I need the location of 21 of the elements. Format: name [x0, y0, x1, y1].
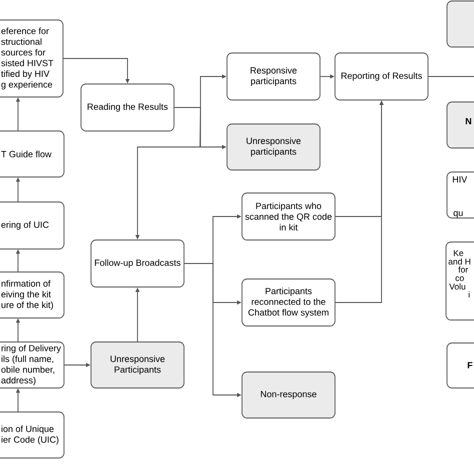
process-box: Follow-up Broadcasts	[90, 240, 184, 288]
process-box: ring of Delivery ils (full name, obile number, address)	[0, 342, 64, 388]
process-box: N	[446, 102, 474, 148]
process-box: Reporting of Results	[334, 52, 428, 100]
process-box: T Guide flow	[0, 130, 64, 178]
process-box: F	[446, 342, 474, 388]
process-box: Participants reconnected to the Chatbot flow system	[242, 278, 336, 326]
process-box: ion of Unique ier Code (UIC)	[0, 412, 64, 458]
process-box: Unresponsive Participants	[90, 342, 184, 388]
process-box: eference for structional sources for sisted HIVST tified by HIV g experience	[0, 20, 64, 98]
process-box: Non-response	[242, 372, 336, 418]
process-box: Participants who scanned the QR code in kit	[242, 192, 336, 240]
connector-line	[428, 76, 474, 77]
process-box: Responsive participants	[226, 52, 320, 100]
process-box: Unresponsive participants	[226, 124, 320, 170]
process-box: Ke and H for co Volu i	[446, 242, 474, 320]
process-box: nfirmation of eiving the kit ure of the kit)	[0, 272, 64, 318]
process-box: ering of UIC	[0, 202, 64, 250]
process-box	[446, 0, 474, 48]
process-box: Reading the Results	[80, 84, 174, 132]
process-box: HIV qu	[446, 172, 474, 218]
